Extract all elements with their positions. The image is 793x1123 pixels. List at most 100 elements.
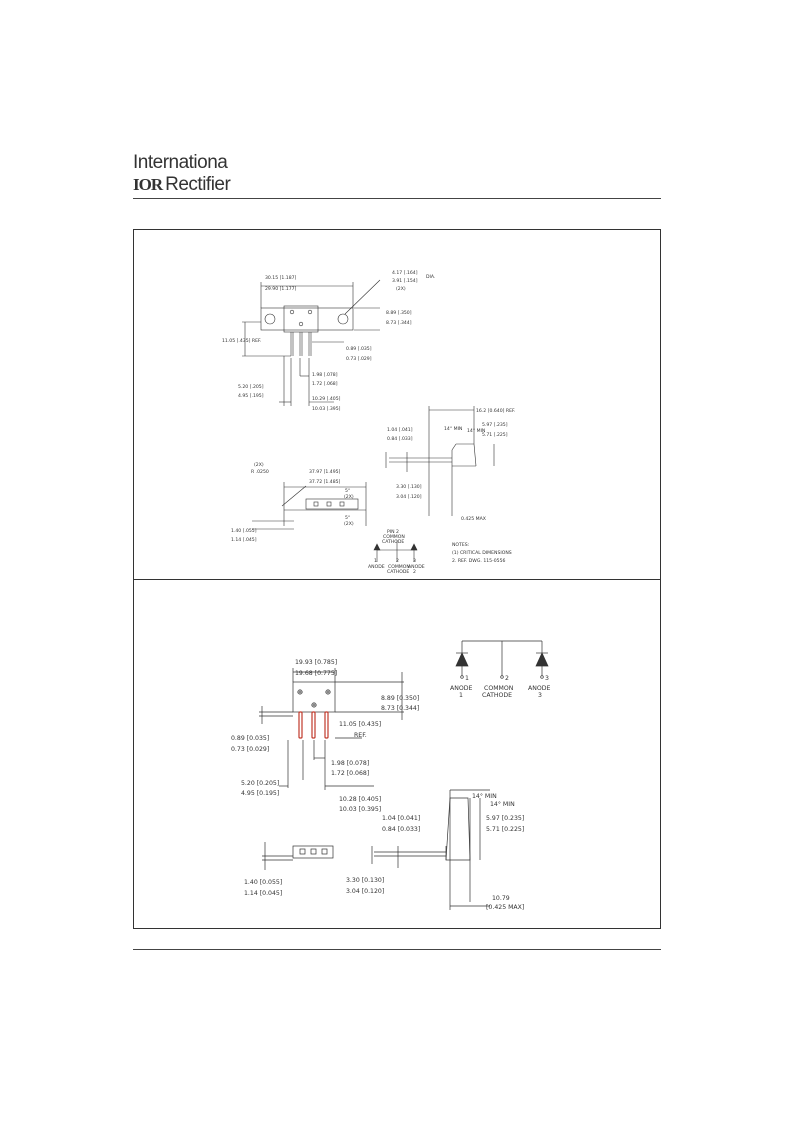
top-drawing: 30.15 [1.187] 29.90 [1.177] 4.17 [.164] … [222,270,515,575]
dim-max-label: [0.425 MAX] [486,904,524,911]
dim-ref-label: REF. [354,732,367,739]
dim-lead-min: 0.73 [.029] [346,356,372,362]
schem-pin2: 2 [396,558,399,564]
schem-pin2: 2 [505,675,509,682]
ior-logo-mark: IOR [133,175,163,194]
schem-anode2-num: 2 [413,569,416,575]
dim-width-max: 30.15 [1.187] [265,275,297,281]
angle-14-b: 14° MIN [467,428,485,434]
dim-tab-min: 8.73 [0.344] [381,705,419,712]
angle-14-a: 14° MIN [444,426,462,432]
dim-max-value: 10.79 [492,895,510,902]
dim-base-max: 3.30 [.130] [396,484,422,490]
schem-common-label: COMMON [383,534,405,540]
dim-hole-max: 4.17 [.164] [392,270,418,276]
dim-side-t-min: 0.84 [0.033] [382,826,420,833]
dim-side-h-min: 5.71 [0.225] [486,826,524,833]
schem-common: COMMON [484,685,514,692]
dim-bottom-min: 1.14 [0.045] [244,890,282,897]
schem-pin3: 3 [545,675,549,682]
schem-anode3-num: 3 [538,692,542,699]
dim-length-max: 37.97 [1.495] [309,469,341,475]
dim-left-min: 4.95 [.195] [238,393,264,399]
schem-anode1: ANODE [450,685,472,692]
dim-hole-qty: (2X) [396,286,406,292]
mounting-hole-right-icon [337,313,349,325]
dim-span-max: 10.28 [0.405] [339,796,381,803]
diode-2-icon [535,652,549,667]
dim-tab-max: 8.89 [.350] [386,310,412,316]
dim-span-min: 10.03 [.395] [312,406,341,412]
dim-ref: 11.05 [.435] REF. [222,338,261,344]
dim-side-t-max: 1.04 [.041] [387,427,413,433]
dim-base-max: 3.30 [0.130] [346,877,384,884]
dim-pitch-min: 1.72 [0.068] [331,770,369,777]
dim-side-h-max: 5.97 [0.235] [486,815,524,822]
dim-base-min: 3.04 [0.120] [346,888,384,895]
dim-tab-min: 8.73 [.344] [386,320,412,326]
angle-5-b: 5° [345,515,350,521]
dim-lead-min: 0.73 [0.029] [231,746,269,753]
schem-cathode: CATHODE [482,692,512,699]
package-body [283,305,319,333]
dim-width-min: 19.68 [0.775] [295,670,337,677]
schem-anode1: ANODE [368,564,385,570]
schem-pin2-label: PIN 2 [387,529,399,535]
dim-pitch-min: 1.72 [.068] [312,381,338,387]
dim-left-max: 5.20 [.205] [238,384,264,390]
dim-max: 0.425 MAX [461,516,486,522]
dia-label: DIA. [426,274,435,280]
bottom-drawing-panel: 19.93 [0.785] 19.68 [0.775] 8.89 [0.350]… [133,579,661,929]
package-bottom-view [305,498,359,510]
header-rule [133,198,661,199]
logo-rectifier: Rectifier [165,174,231,195]
diode-1-icon [455,652,469,667]
angle-5-a-qty: (2X) [344,494,354,500]
dim-side-ref: 16.2 [0.640] REF. [476,408,515,414]
radius-qty: (2X) [254,462,264,468]
schem-cathode: CATHODE [387,569,409,575]
radius-value: R .0250 [251,469,269,475]
dim-side-t-max: 1.04 [0.041] [382,815,420,822]
dim-tab-max: 8.89 [0.350] [381,695,419,702]
note-1: (1) CRITICAL DIMENSIONS [452,550,512,556]
mounting-hole-left-icon [264,313,276,325]
dim-bottom-max: 1.40 [.055] [231,528,257,534]
bottom-drawing: 19.93 [0.785] 19.68 [0.775] 8.89 [0.350]… [231,640,550,911]
dim-lead-max: 0.89 [0.035] [231,735,269,742]
leads [298,711,329,739]
dim-side-t-min: 0.84 [.033] [387,436,413,442]
dim-span-max: 10.29 [.405] [312,396,341,402]
top-drawing-panel: 30.15 [1.187] 29.90 [1.177] 4.17 [.164] … [133,229,661,580]
package-flange [260,307,354,331]
dim-pitch-max: 1.98 [.078] [312,372,338,378]
dim-hole-min: 3.91 [.154] [392,278,418,284]
angle-14-b: 14° MIN [490,800,515,808]
dim-bottom-max: 1.40 [0.055] [244,879,282,886]
schem-common: COMMON [388,564,410,570]
schem-pin3: 3 [413,558,416,564]
note-2: 2. REF. DWG. 115-0556 [452,558,506,564]
schem-anode3: ANODE [528,685,550,692]
dim-lead-max: 0.89 [.035] [346,346,372,352]
schem-anode1-num: 1 [459,692,463,699]
dim-width-max: 19.93 [0.785] [295,659,337,666]
dim-width-min: 29.90 [1.177] [265,286,297,292]
dim-side-h-min: 5.71 [.225] [482,432,508,438]
dim-ref: 11.05 [0.435] [339,721,381,728]
dim-base-min: 3.04 [.120] [396,494,422,500]
schem-pin1: 1 [374,558,377,564]
angle-5-a: 5° [345,488,350,494]
dim-span-min: 10.03 [0.395] [339,806,381,813]
schem-anode2: ANODE [408,564,425,570]
schem-pin1: 1 [465,675,469,682]
dim-length-min: 37.72 [1.485] [309,479,341,485]
angle-14-a: 14° MIN [472,792,497,800]
logo-text-line1: Internationa [133,152,228,173]
angle-5-b-qty: (2X) [344,521,354,527]
package-bottom-view [292,845,334,859]
dim-left-min: 4.95 [0.195] [241,790,279,797]
dim-bottom-min: 1.14 [.045] [231,537,257,543]
